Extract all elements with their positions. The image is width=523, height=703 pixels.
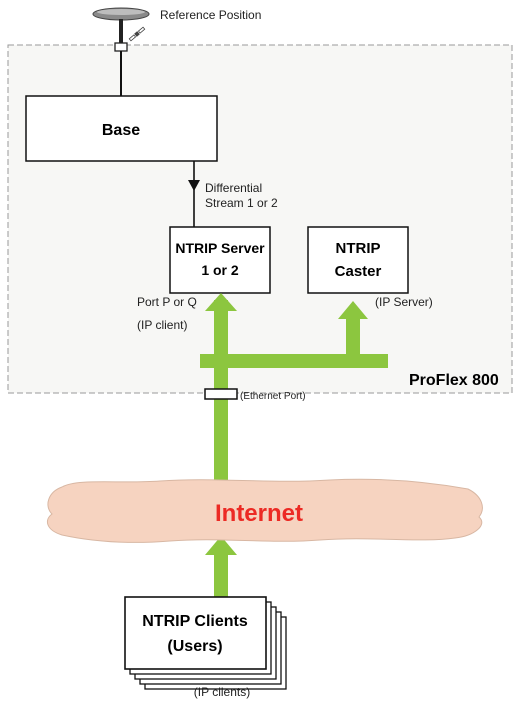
ntrip-server-label-line2: 1 or 2 bbox=[201, 262, 239, 278]
proflex-label: ProFlex 800 bbox=[409, 372, 499, 389]
ethernet-port bbox=[204, 388, 238, 400]
ntrip-server-label-line1: NTRIP Server bbox=[175, 240, 265, 256]
internet-label: Internet bbox=[215, 500, 303, 527]
ntrip-server-box bbox=[169, 226, 271, 294]
ntrip-caster-box bbox=[307, 226, 409, 294]
ntrip-clients-label-line1: NTRIP Clients bbox=[142, 613, 248, 630]
internet-cloud bbox=[46, 478, 483, 543]
satellite-icon bbox=[128, 26, 146, 42]
port-label-line1: Port P or Q bbox=[137, 295, 197, 309]
port-label-line2: (IP client) bbox=[137, 318, 187, 332]
differential-arrow-head bbox=[188, 180, 200, 191]
antenna-port bbox=[114, 42, 128, 52]
base-label: Base bbox=[102, 122, 140, 139]
ntrip-caster-label-line2: Caster bbox=[335, 263, 382, 280]
antenna-icon bbox=[92, 7, 150, 43]
differential-label-line2: Stream 1 or 2 bbox=[205, 196, 278, 210]
ntrip-clients-label-line2: (Users) bbox=[167, 638, 222, 655]
ip-server-label: (IP Server) bbox=[375, 295, 433, 309]
ntrip-caster-label-line1: NTRIP bbox=[336, 240, 381, 257]
base-box bbox=[25, 95, 218, 162]
reference-position-label: Reference Position bbox=[160, 8, 261, 22]
differential-label-line1: Differential bbox=[205, 181, 262, 195]
ethernet-port-label: (Ethernet Port) bbox=[240, 391, 306, 402]
ntrip-clients-box bbox=[124, 596, 267, 670]
ip-clients-label: (IP clients) bbox=[194, 685, 250, 699]
